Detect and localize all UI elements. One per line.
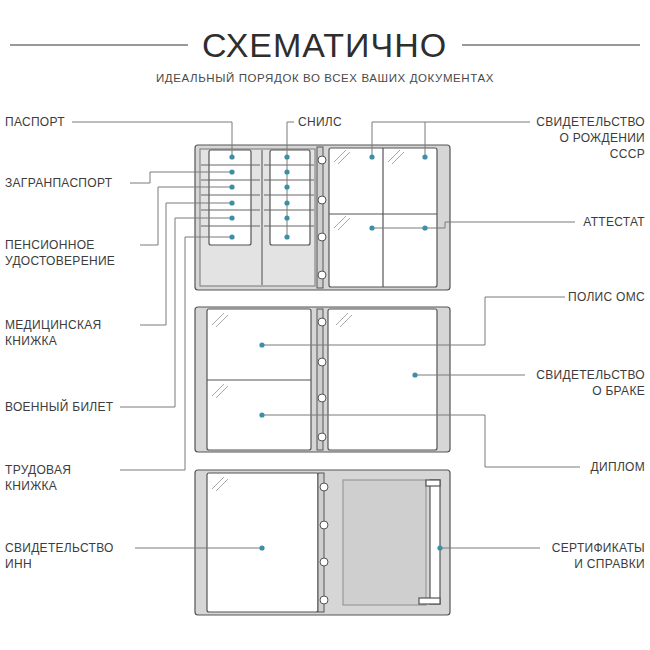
document-label: МЕДИЦИНСКАЯ КНИЖКА	[5, 317, 137, 349]
document-label: СНИЛС	[298, 114, 358, 130]
document-label: СВИДЕТЕЛЬСТВО О РОЖДЕНИИ СССР	[533, 114, 645, 162]
page-title: СХЕМАТИЧНО	[202, 25, 447, 65]
document-label: ЗАГРАНПАСПОРТ	[5, 175, 130, 191]
document-label: ДИПЛОМ	[583, 459, 645, 475]
document-label: СВИДЕТЕЛЬСТВО О БРАКЕ	[530, 367, 645, 399]
document-label: СВИДЕТЕЛЬСТВО ИНН	[5, 540, 130, 572]
subtitle: ИДЕАЛЬНЫЙ ПОРЯДОК ВО ВСЕХ ВАШИХ ДОКУМЕНТ…	[156, 70, 494, 86]
document-label: СЕРТИФИКАТЫ И СПРАВКИ	[543, 540, 645, 572]
document-label: ПОЛИС ОМС	[567, 289, 645, 305]
document-label: ТРУДОВАЯ КНИЖКА	[5, 462, 117, 494]
document-label: АТТЕСТАТ	[577, 214, 645, 230]
document-label: ВОЕННЫЙ БИЛЕТ	[5, 399, 117, 415]
document-label: ПАСПОРТ	[5, 114, 75, 130]
document-label: ПЕНСИОННОЕ УДОСТОВЕРЕНИЕ	[5, 237, 137, 269]
